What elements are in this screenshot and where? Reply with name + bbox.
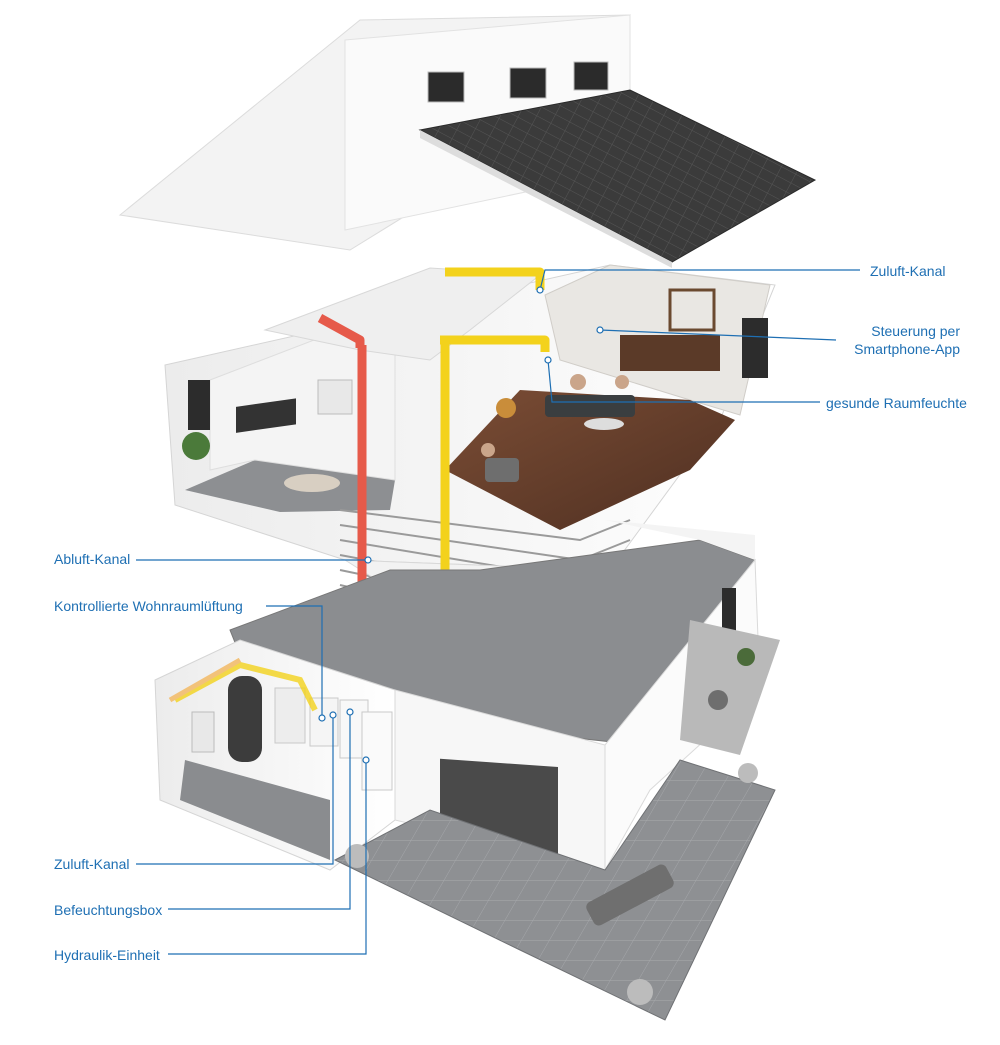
sofa bbox=[545, 395, 635, 417]
fresh-air-duct bbox=[168, 657, 242, 703]
armchair bbox=[485, 458, 519, 482]
potted-plant-icon bbox=[345, 844, 369, 868]
leader-befeuchtung bbox=[168, 712, 351, 910]
leader-hydraulik bbox=[168, 760, 367, 955]
leader-zuluft-top bbox=[539, 269, 860, 291]
potted-plant-icon bbox=[738, 763, 758, 783]
leader-dots bbox=[318, 286, 604, 764]
leader-lines bbox=[136, 269, 860, 955]
person-icon bbox=[570, 374, 586, 390]
bathroom-mirror bbox=[317, 379, 353, 415]
floor-lamp-icon bbox=[496, 398, 516, 418]
ground-floor bbox=[154, 520, 780, 1021]
label-steuerung: Steuerung per Smartphone-App bbox=[840, 322, 960, 358]
person-icon bbox=[615, 375, 629, 389]
bathtub bbox=[236, 398, 296, 433]
gravel-bed bbox=[680, 620, 780, 755]
label-zuluft-kanal-bottom: Zuluft-Kanal bbox=[54, 856, 130, 872]
label-kontrollierte-wohnraumlueftung: Kontrollierte Wohnraumlüftung bbox=[54, 598, 243, 614]
hot-water-tank bbox=[228, 676, 262, 762]
living-room-floor bbox=[445, 390, 735, 530]
supply-duct-techroom bbox=[173, 661, 318, 712]
wall-art bbox=[668, 288, 716, 332]
terrace bbox=[333, 759, 776, 1021]
living-room-window bbox=[742, 318, 768, 378]
technical-room-window bbox=[191, 711, 215, 753]
supply-duct-upper bbox=[445, 267, 545, 290]
shrub-icon bbox=[737, 648, 755, 666]
bathroom-window bbox=[188, 380, 210, 430]
bookshelf bbox=[620, 335, 720, 371]
label-gesunde-raumfeuchte: gesunde Raumfeuchte bbox=[826, 395, 967, 411]
label-zuluft-kanal-top: Zuluft-Kanal bbox=[870, 263, 946, 279]
ventilation-unit bbox=[274, 687, 306, 744]
bath-rug bbox=[284, 474, 340, 492]
leader-kwl bbox=[266, 605, 323, 718]
label-befeuchtungsbox: Befeuchtungsbox bbox=[54, 902, 163, 918]
label-steuerung-line1: Steuerung per bbox=[871, 323, 960, 339]
roof-section bbox=[118, 14, 817, 268]
person-icon bbox=[481, 443, 495, 457]
coffee-table bbox=[584, 418, 624, 430]
label-steuerung-line2: Smartphone-App bbox=[854, 341, 960, 357]
leader-steuerung bbox=[599, 329, 837, 341]
leader-raumfeuchte bbox=[547, 359, 820, 403]
label-abluft-kanal: Abluft-Kanal bbox=[54, 551, 131, 567]
ground-floor-roof-white bbox=[605, 520, 755, 560]
roof-window bbox=[509, 67, 547, 99]
label-hydraulik-einheit: Hydraulik-Einheit bbox=[54, 947, 160, 963]
hydraulic-unit bbox=[361, 711, 393, 791]
shrub-icon bbox=[708, 690, 728, 710]
roof-edge bbox=[420, 130, 672, 268]
potted-plant-icon bbox=[627, 979, 653, 1005]
supply-duct-upper bbox=[440, 335, 550, 352]
roof-window bbox=[573, 61, 609, 91]
leader-zuluft-bottom bbox=[136, 715, 334, 865]
roof-window bbox=[427, 71, 465, 103]
plant-icon bbox=[182, 432, 210, 460]
technical-room-floor bbox=[180, 760, 330, 860]
sun-lounger bbox=[586, 864, 674, 926]
